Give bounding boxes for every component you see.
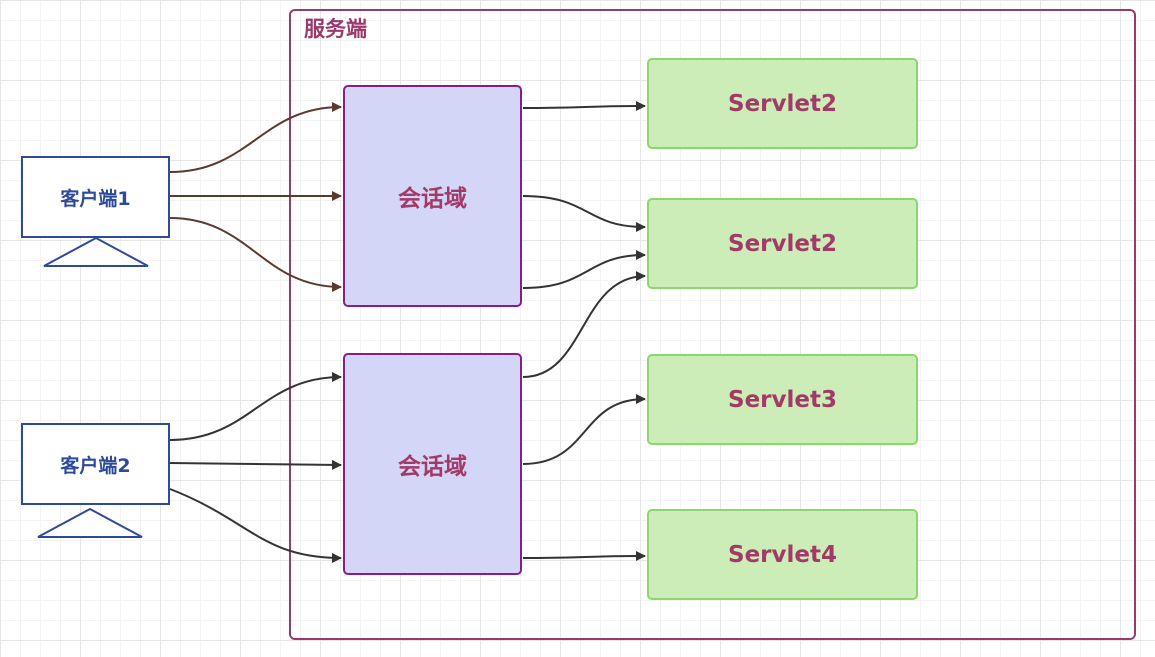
- session-domain-1-label: 会话域: [398, 186, 467, 212]
- session-domain-1: 会话域: [343, 85, 522, 307]
- connector-session1-servlet2-a: [522, 195, 646, 232]
- session-domain-2: 会话域: [343, 353, 522, 575]
- connector-client2-session2-middle: [169, 459, 342, 470]
- client-1-monitor: 客户端1: [21, 156, 170, 238]
- servlet-box-3: Servlet3: [647, 354, 918, 445]
- connector-client1-session1-bottom: [169, 217, 342, 292]
- server-container: [289, 9, 1136, 640]
- server-title: 服务端: [304, 17, 367, 41]
- client-2-monitor-stand: [37, 507, 143, 538]
- connector-client2-session2-top: [169, 372, 342, 441]
- client-2-label: 客户端2: [60, 454, 131, 477]
- servlet-box-1: Servlet2: [647, 58, 918, 149]
- servlet-box-4-label: Servlet4: [728, 541, 837, 568]
- connector-session1-servlet1: [522, 101, 646, 112]
- client-1-label: 客户端1: [60, 187, 131, 210]
- connector-session1-servlet2-b: [522, 250, 646, 289]
- connector-session2-servlet2: [522, 271, 646, 378]
- servlet-box-3-label: Servlet3: [728, 386, 837, 413]
- client-2-monitor: 客户端2: [21, 423, 170, 505]
- servlet-box-4: Servlet4: [647, 509, 918, 600]
- connector-client2-session2-bottom: [169, 488, 342, 563]
- connector-session2-servlet4: [522, 551, 646, 562]
- session-domain-2-label: 会话域: [398, 454, 467, 480]
- servlet-box-1-label: Servlet2: [728, 90, 837, 117]
- servlet-box-2-label: Servlet2: [728, 230, 837, 257]
- servlet-box-2: Servlet2: [647, 198, 918, 289]
- client-1-monitor-stand: [43, 236, 149, 267]
- connector-session2-servlet3: [522, 394, 646, 465]
- connector-client1-session1-top: [169, 102, 342, 173]
